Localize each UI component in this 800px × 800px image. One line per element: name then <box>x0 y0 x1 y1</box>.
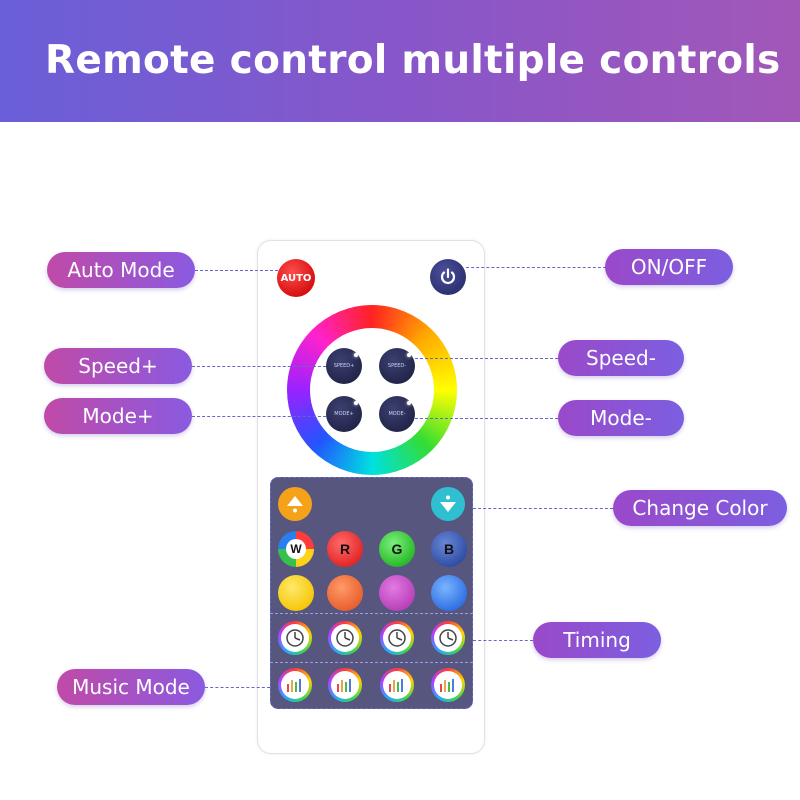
speed-minus-button[interactable]: SPEED- <box>379 348 415 384</box>
music-icon <box>337 679 351 692</box>
blue-button-label: B <box>443 541 455 557</box>
music-button-4[interactable] <box>431 668 465 702</box>
timer-icon <box>439 629 457 647</box>
change-color-leader <box>473 508 613 509</box>
light-blue-button[interactable] <box>431 575 467 611</box>
callout-on-off-label: ON/OFF <box>630 255 708 279</box>
white-button-label: W <box>286 539 306 559</box>
mode-plus-label: MODE+ <box>334 411 354 417</box>
power-icon <box>440 268 456 284</box>
auto-button-label: AUTO <box>280 272 312 284</box>
timer-button-4[interactable] <box>431 621 465 655</box>
timer-icon <box>388 629 406 647</box>
orange-button[interactable] <box>327 575 363 611</box>
callout-music-mode: Music Mode <box>57 669 205 705</box>
callout-mode-minus-label: Mode- <box>590 406 652 430</box>
callout-change-color-label: Change Color <box>632 496 768 520</box>
arrow-up-icon <box>287 496 303 513</box>
speed-plus-button[interactable]: SPEED+ <box>326 348 362 384</box>
callout-timing-label: Timing <box>563 628 631 652</box>
mode-minus-button[interactable]: MODE- <box>379 396 415 432</box>
callout-speed-plus-label: Speed+ <box>78 354 158 378</box>
white-button[interactable]: W <box>278 531 314 567</box>
callout-mode-minus: Mode- <box>558 400 684 436</box>
color-wheel-center <box>310 328 434 452</box>
header-banner: Remote control multiple controls <box>0 0 800 122</box>
red-button-label: R <box>339 541 351 557</box>
brightness-up-button[interactable] <box>278 487 312 521</box>
mode-plus-leader <box>192 416 326 417</box>
timer-button-2[interactable] <box>328 621 362 655</box>
timing-leader <box>473 640 533 641</box>
speed-plus-label: SPEED+ <box>333 363 355 369</box>
music-icon <box>287 679 301 692</box>
red-button[interactable]: R <box>327 531 363 567</box>
green-button[interactable]: G <box>379 531 415 567</box>
speed-minus-leader <box>415 358 558 359</box>
music-mode-leader <box>205 687 270 688</box>
page-title: Remote control multiple controls <box>45 38 781 83</box>
callout-speed-plus: Speed+ <box>44 348 192 384</box>
speed-minus-label: SPEED- <box>387 363 407 369</box>
callout-speed-minus-label: Speed- <box>586 346 656 370</box>
callout-mode-plus: Mode+ <box>44 398 192 434</box>
timer-icon <box>336 629 354 647</box>
callout-music-mode-label: Music Mode <box>72 675 190 699</box>
mode-minus-label: MODE- <box>388 411 406 417</box>
auto-mode-leader <box>195 270 278 271</box>
mode-minus-leader <box>415 418 558 419</box>
timing-section-divider <box>270 613 473 614</box>
music-icon <box>389 679 403 692</box>
timer-button-1[interactable] <box>278 621 312 655</box>
power-button[interactable] <box>430 259 466 295</box>
callout-mode-plus-label: Mode+ <box>82 404 154 428</box>
on-off-leader <box>466 267 606 268</box>
callout-auto-mode-label: Auto Mode <box>67 258 175 282</box>
callout-auto-mode: Auto Mode <box>47 252 195 288</box>
music-section-divider <box>270 662 473 663</box>
green-button-label: G <box>391 541 403 557</box>
auto-button[interactable]: AUTO <box>277 259 315 297</box>
arrow-down-icon <box>440 495 456 512</box>
timer-button-3[interactable] <box>380 621 414 655</box>
music-button-3[interactable] <box>380 668 414 702</box>
yellow-button[interactable] <box>278 575 314 611</box>
purple-button[interactable] <box>379 575 415 611</box>
music-button-1[interactable] <box>278 668 312 702</box>
callout-change-color: Change Color <box>613 490 787 526</box>
callout-timing: Timing <box>533 622 661 658</box>
callout-speed-minus: Speed- <box>558 340 684 376</box>
speed-plus-leader <box>192 366 326 367</box>
music-button-2[interactable] <box>328 668 362 702</box>
blue-button[interactable]: B <box>431 531 467 567</box>
music-icon <box>440 679 454 692</box>
callout-on-off: ON/OFF <box>605 249 733 285</box>
timer-icon <box>286 629 304 647</box>
mode-plus-button[interactable]: MODE+ <box>326 396 362 432</box>
brightness-down-button[interactable] <box>431 487 465 521</box>
